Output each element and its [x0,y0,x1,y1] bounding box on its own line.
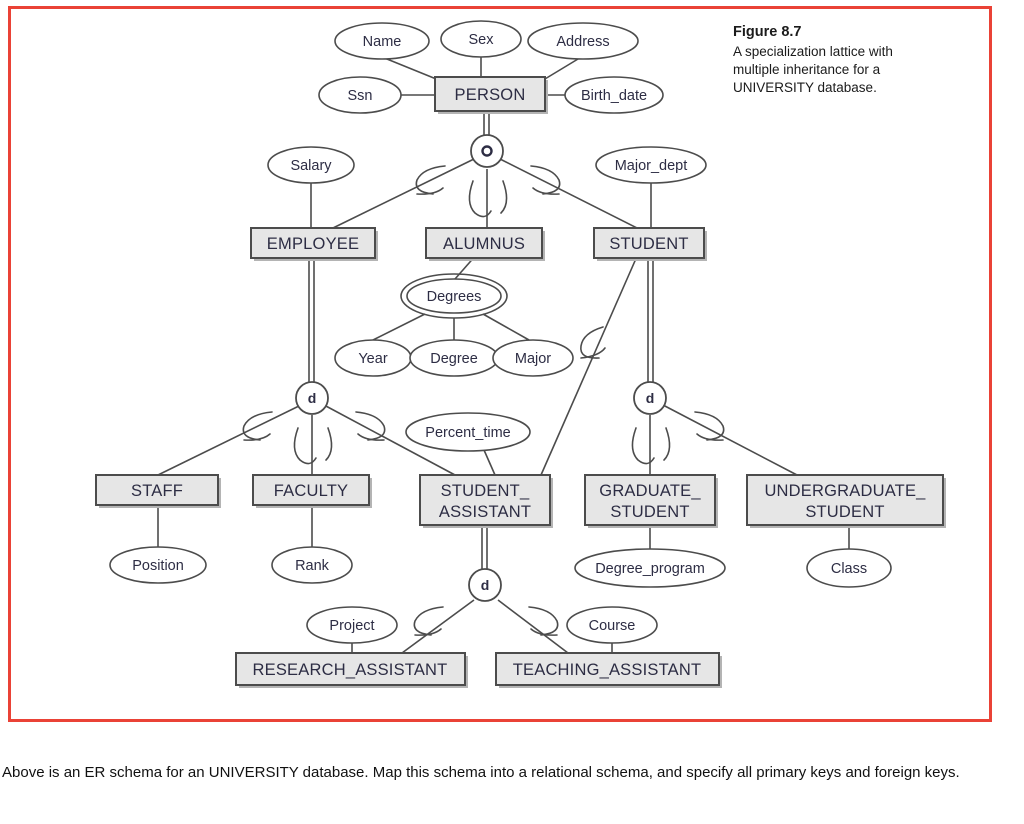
figure-caption-title: Figure 8.7 [733,24,802,40]
task-instruction-text: Above is an ER schema for an UNIVERSITY … [2,764,960,781]
specialization-circle-student[interactable]: d [633,381,667,415]
er-diagram: Name Sex Address Ssn Birth_date Salary [95,20,946,688]
attribute-degree[interactable]: Degree [409,339,499,377]
attribute-sex-label: Sex [469,32,495,48]
attribute-major-label: Major [515,351,551,367]
attribute-degree-label: Degree [430,351,478,367]
attribute-position[interactable]: Position [109,546,207,584]
attribute-class[interactable]: Class [806,548,892,588]
entity-student[interactable]: STUDENT [593,227,707,261]
attribute-course[interactable]: Course [566,606,658,644]
entity-faculty-label: FACULTY [274,482,348,500]
attribute-percent-time[interactable]: Percent_time [405,412,531,452]
entity-graduate-student-label-2: STUDENT [610,503,689,521]
entity-student-assistant-label-2: ASSISTANT [439,503,531,521]
attribute-name[interactable]: Name [334,22,430,60]
specialization-circle-assistant[interactable]: d [468,568,502,602]
attribute-course-label: Course [589,618,636,634]
entity-undergraduate-student[interactable]: UNDERGRADUATE_ STUDENT [746,474,946,528]
attribute-sex[interactable]: Sex [440,20,522,58]
attribute-rank[interactable]: Rank [271,546,353,584]
entity-staff-label: STAFF [131,482,183,500]
entity-employee[interactable]: EMPLOYEE [250,227,378,261]
attribute-birth-date[interactable]: Birth_date [564,76,664,114]
attribute-major-dept-label: Major_dept [615,158,688,174]
attribute-major[interactable]: Major [492,339,574,377]
entity-student-assistant-label-1: STUDENT_ [441,482,530,500]
attribute-rank-label: Rank [295,558,330,574]
attribute-major-dept[interactable]: Major_dept [595,146,707,184]
entity-graduate-student-label-1: GRADUATE_ [599,482,701,500]
entity-alumnus-label: ALUMNUS [443,235,525,253]
entity-undergraduate-student-label-2: STUDENT [805,503,884,521]
attribute-ssn[interactable]: Ssn [318,76,402,114]
entity-person[interactable]: PERSON [434,76,548,114]
attribute-year-label: Year [358,351,387,367]
entity-student-label: STUDENT [609,235,688,253]
attribute-degree-program[interactable]: Degree_program [574,548,726,588]
entity-teaching-assistant[interactable]: TEACHING_ASSISTANT [495,652,722,688]
specialization-circle-student-label: d [646,390,655,406]
entity-research-assistant[interactable]: RESEARCH_ASSISTANT [235,652,468,688]
specialization-circle-assistant-label: d [481,577,490,593]
entity-staff[interactable]: STAFF [95,474,221,508]
specialization-circle-person[interactable] [470,134,504,168]
figure-caption: Figure 8.7 A specialization lattice with… [733,23,923,97]
entity-graduate-student[interactable]: GRADUATE_ STUDENT [584,474,718,528]
entity-person-label: PERSON [455,86,526,104]
attribute-degree-program-label: Degree_program [595,561,705,577]
figure-caption-body: A specialization lattice with multiple i… [733,44,893,95]
entity-faculty[interactable]: FACULTY [252,474,372,508]
attribute-project[interactable]: Project [306,606,398,644]
attribute-year[interactable]: Year [334,339,412,377]
entity-student-assistant[interactable]: STUDENT_ ASSISTANT [419,474,553,528]
attribute-degrees-label: Degrees [427,289,482,305]
entity-undergraduate-student-label-1: UNDERGRADUATE_ [764,482,926,500]
entity-teaching-assistant-label: TEACHING_ASSISTANT [513,661,702,679]
diagram-edges [157,56,850,654]
attribute-position-label: Position [132,558,184,574]
attribute-class-label: Class [831,561,867,577]
attribute-birth-date-label: Birth_date [581,88,647,104]
attribute-name-label: Name [363,34,402,50]
specialization-circle-employee[interactable]: d [295,381,329,415]
figure-frame: Name Sex Address Ssn Birth_date Salary [8,6,992,722]
attribute-salary[interactable]: Salary [267,146,355,184]
attribute-project-label: Project [329,618,374,634]
attribute-ssn-label: Ssn [348,88,373,104]
attribute-degrees[interactable]: Degrees [400,273,508,319]
attribute-address[interactable]: Address [527,22,639,60]
entity-research-assistant-label: RESEARCH_ASSISTANT [253,661,448,679]
attribute-address-label: Address [556,34,609,50]
specialization-circle-employee-label: d [308,390,317,406]
attribute-salary-label: Salary [290,158,332,174]
attribute-percent-time-label: Percent_time [425,425,510,441]
entity-employee-label: EMPLOYEE [267,235,359,253]
entity-alumnus[interactable]: ALUMNUS [425,227,545,261]
